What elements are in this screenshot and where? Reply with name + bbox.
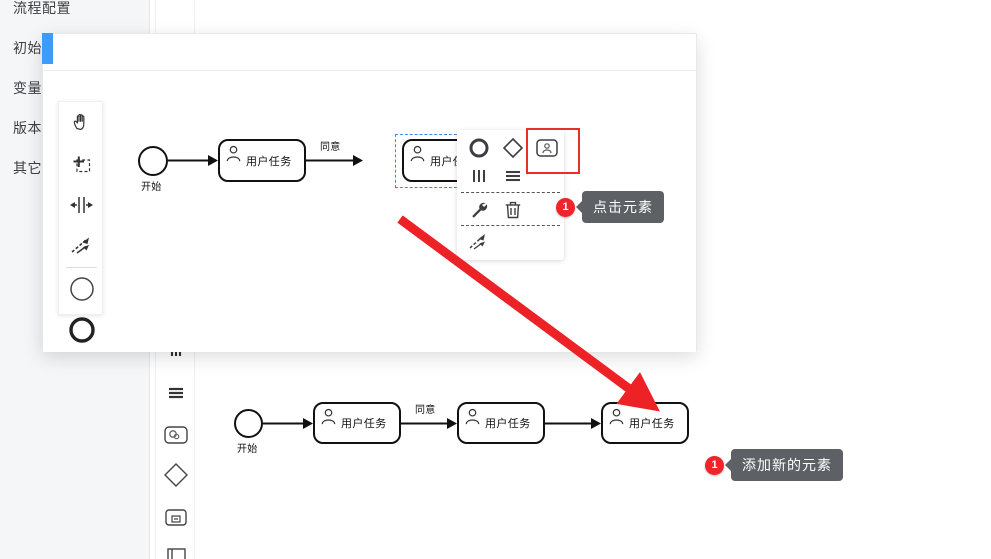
- modal-start-event-caption: 开始: [141, 182, 162, 193]
- user-task-icon: [465, 408, 480, 425]
- modal-accent-bar: [42, 33, 53, 64]
- hand-tool-icon: [73, 113, 84, 130]
- wrench-icon: [472, 202, 488, 218]
- palette-subprocess-button[interactable]: [156, 498, 196, 538]
- context-pad-highlight-box: [526, 128, 580, 174]
- modal-flow-2: [306, 155, 363, 166]
- gateway-diamond-icon: [164, 463, 188, 487]
- service-task-icon: [164, 426, 188, 444]
- modal-palette-connect-tool-button[interactable]: [59, 225, 104, 266]
- bg-task-1-label: 用户任务: [341, 418, 387, 430]
- bg-flow-3: [545, 418, 601, 429]
- gateway-diamond-icon: [502, 137, 524, 158]
- bg-task-2[interactable]: 用户任务: [457, 402, 545, 444]
- start-event-icon: [69, 276, 94, 301]
- context-pad-append-gateway[interactable]: [495, 134, 531, 161]
- space-tool-icon: [69, 196, 93, 213]
- callout-add-new-element-badge: 1: [705, 455, 724, 475]
- callout-add-new-element: 1 添加新的元素: [705, 449, 843, 481]
- user-task-icon: [226, 145, 241, 162]
- callout-click-element: 1 点击元素: [556, 191, 664, 223]
- modal-flow-1: [168, 155, 218, 166]
- modal-task-1[interactable]: 用户任务: [218, 139, 306, 182]
- bg-start-event[interactable]: [234, 409, 263, 438]
- hamburger-task-icon: [506, 170, 520, 181]
- bg-flow-2: [401, 418, 457, 429]
- callout-add-new-element-text: 添加新的元素: [725, 449, 843, 481]
- user-task-icon: [536, 138, 558, 157]
- modal-flow-2-label: 同意: [320, 142, 341, 153]
- hamburger-task-icon: [169, 387, 183, 399]
- user-task-icon: [321, 408, 336, 425]
- modal-task-1-label: 用户任务: [246, 155, 292, 168]
- subprocess-icon: [165, 509, 187, 526]
- bg-flow-2-label: 同意: [415, 405, 436, 416]
- bg-flow-1: [263, 418, 313, 429]
- context-pad-append-user-task[interactable]: [529, 134, 565, 161]
- palette-gateway-button[interactable]: [156, 455, 196, 495]
- end-event-icon: [469, 138, 489, 157]
- parallel-bars-icon: [473, 169, 485, 182]
- user-task-icon: [609, 408, 624, 425]
- lasso-tool-icon: [73, 156, 90, 172]
- context-pad-change-type[interactable]: [461, 196, 497, 223]
- context-pad-connect[interactable]: [461, 228, 497, 255]
- context-pad-append-end-event[interactable]: [461, 134, 497, 161]
- context-pad-parallel-bars[interactable]: [461, 162, 497, 189]
- modal-palette-hand-tool-button[interactable]: [59, 102, 104, 143]
- context-pad-delete[interactable]: [495, 196, 531, 223]
- modal-palette-start-event-button[interactable]: [59, 268, 104, 309]
- modal-palette-divider: [66, 267, 97, 268]
- data-object-icon: [167, 548, 186, 559]
- sidebar-item-process-config[interactable]: 流程配置: [13, 0, 71, 16]
- end-event-icon: [68, 316, 95, 343]
- palette-data-object-button[interactable]: [156, 538, 196, 559]
- bg-task-2-label: 用户任务: [485, 418, 531, 430]
- bg-task-3-label: 用户任务: [629, 418, 675, 430]
- modal-start-event[interactable]: [138, 146, 168, 176]
- bg-task-1[interactable]: 用户任务: [313, 402, 401, 444]
- modal-palette-lasso-tool-button[interactable]: [59, 143, 104, 184]
- callout-click-element-text: 点击元素: [576, 191, 664, 223]
- palette-service-task-button[interactable]: [156, 415, 196, 455]
- connect-tool-icon: [70, 237, 89, 254]
- connect-arrows-icon: [469, 233, 485, 250]
- bg-task-3[interactable]: 用户任务: [601, 402, 689, 444]
- context-pad-more-tasks[interactable]: [495, 162, 531, 189]
- palette-hamburger-task-button[interactable]: [156, 373, 196, 413]
- user-task-icon: [410, 145, 425, 162]
- context-pad-divider-2: [461, 225, 560, 226]
- context-pad-divider-1: [461, 192, 560, 193]
- modal-palette: [58, 101, 104, 343]
- modal-palette-end-event-button[interactable]: [59, 309, 104, 350]
- modal-header: [43, 34, 696, 71]
- bg-start-event-caption: 开始: [237, 444, 258, 455]
- modal-palette-space-tool-button[interactable]: [59, 184, 104, 225]
- trash-icon: [505, 201, 521, 218]
- callout-click-element-badge: 1: [556, 197, 575, 217]
